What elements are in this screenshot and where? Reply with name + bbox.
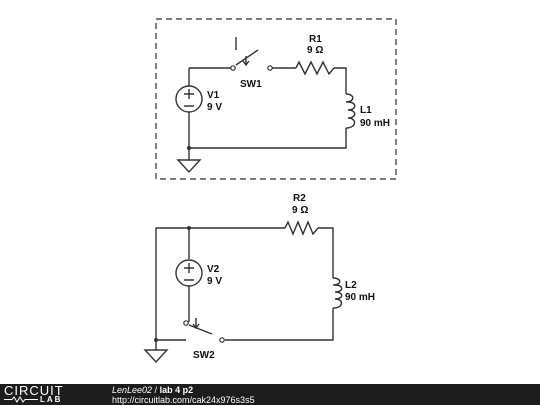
circuit-schematic: V1 9 V SW1 R1 9 Ω L1 90 mH [143, 18, 397, 364]
sw1-name: SW1 [240, 79, 262, 90]
v1-name: V1 [207, 90, 220, 101]
r1-name: R1 [309, 34, 322, 45]
circuit-meta: LenLee02 / lab 4 p2 [112, 385, 193, 395]
circuitlab-logo[interactable]: CIRCUIT LAB [4, 383, 96, 404]
bottom-wire-source [156, 228, 190, 341]
voltage-source-v2[interactable] [175, 259, 203, 287]
top-circuit: V1 9 V SW1 R1 9 Ω L1 90 mH [175, 34, 390, 174]
switch-sw1[interactable] [230, 37, 273, 71]
circuit-url[interactable]: http://circuitlab.com/cak24x976s3s5 [112, 395, 255, 405]
selection-box [155, 18, 397, 180]
top-wire-left [188, 68, 347, 149]
junction-dot [154, 338, 158, 342]
resistor-r1[interactable] [295, 60, 335, 76]
r2-value: 9 Ω [292, 205, 308, 216]
resistor-logo-icon [4, 396, 38, 403]
l2-name: L2 [345, 280, 357, 291]
ground-bottom [143, 340, 169, 364]
top-wire-top [189, 67, 347, 94]
ground-top [176, 148, 202, 174]
sw2-name: SW2 [193, 350, 215, 361]
circuit-title[interactable]: lab 4 p2 [159, 385, 194, 395]
inductor-l2[interactable] [332, 277, 343, 309]
author-link[interactable]: LenLee02 [112, 385, 153, 395]
switch-sw2[interactable] [183, 318, 225, 343]
v2-value: 9 V [207, 276, 222, 287]
bottom-wire-main [155, 227, 334, 341]
r1-value: 9 Ω [307, 45, 323, 56]
logo-text-bottom: LAB [40, 395, 63, 404]
meta-separator: / [152, 385, 160, 395]
inductor-l1[interactable] [345, 93, 356, 129]
logo-text-top: CIRCUIT [4, 383, 64, 398]
l1-name: L1 [360, 105, 372, 116]
voltage-source-v1[interactable] [175, 85, 203, 113]
junction-dot [187, 146, 191, 150]
l1-value: 90 mH [360, 118, 390, 129]
bottom-circuit: V2 9 V SW2 R2 9 Ω L2 90 mH [143, 193, 375, 364]
v1-value: 9 V [207, 102, 222, 113]
l2-value: 90 mH [345, 292, 375, 303]
junction-dot [187, 226, 191, 230]
v2-name: V2 [207, 264, 220, 275]
footer-bar: CIRCUIT LAB LenLee02 / lab 4 p2 http://c… [0, 384, 540, 405]
r2-name: R2 [293, 193, 306, 204]
resistor-r2[interactable] [284, 220, 319, 236]
